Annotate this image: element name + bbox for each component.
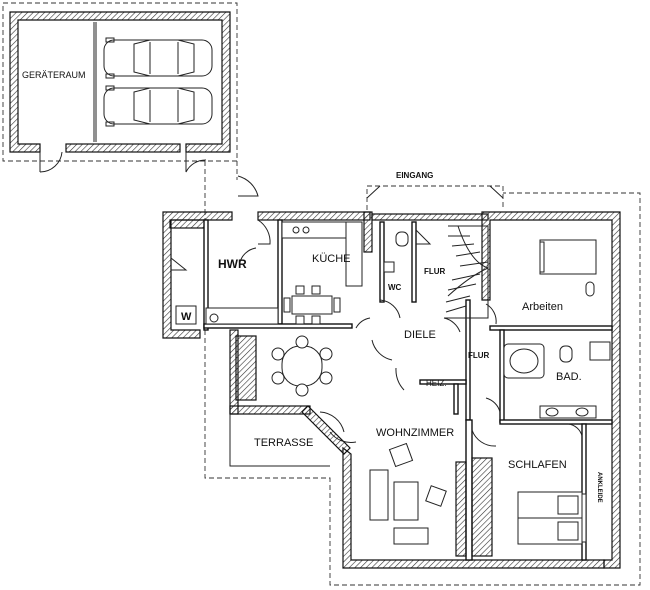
garage-wall [9, 11, 231, 153]
room-label-living: WOHNZIMMER [376, 427, 454, 439]
room-label-hall-lower: FLUR [468, 351, 490, 360]
washer-box [175, 305, 197, 325]
staircase [444, 225, 489, 319]
room-label-garage: GERÄTERAUM [22, 70, 86, 80]
room-label-utility: HWR [218, 257, 247, 271]
entrance-canopy [366, 185, 504, 210]
bed [517, 491, 587, 545]
bathroom-fixtures [503, 341, 611, 419]
room-label-bedroom: SCHLAFEN [508, 459, 567, 471]
room-label-terrace: TERRASSE [254, 437, 313, 449]
garage-door-swing-2 [185, 152, 207, 173]
living-cabinet [455, 461, 467, 557]
washer-mark: W [181, 311, 192, 323]
garage-door-swing [39, 151, 63, 173]
room-label-hall-upper: FLUR [424, 267, 446, 276]
room-label-bath: BAD. [556, 371, 582, 383]
room-label-office: Arbeiten [522, 301, 563, 313]
room-label-wc: WC [388, 283, 402, 292]
garage-wall-bottom-right [65, 143, 181, 153]
house-walls [162, 211, 621, 569]
car-bottom-icon [103, 85, 213, 127]
walkway-outline [204, 161, 238, 210]
room-label-kitchen: KÜCHE [312, 253, 351, 265]
office-desk [539, 239, 597, 275]
terrace-outline [229, 414, 330, 467]
utility-counter [205, 307, 279, 325]
garage-block: GERÄTERAUM [2, 2, 238, 173]
room-label-dressing: ANKLEIDE [596, 472, 602, 503]
dining-sideboard [235, 335, 257, 401]
kitchen-counter [281, 221, 363, 325]
room-label-hall-main: DIELE [404, 329, 436, 341]
entrance-label: EINGANG [396, 171, 433, 180]
living-furniture [369, 442, 447, 545]
bedroom-wardrobe [471, 457, 493, 557]
dining-table [271, 335, 333, 397]
roof-outline [204, 192, 641, 586]
room-label-heating: HEIZ. [426, 379, 446, 388]
car-top-icon [103, 37, 213, 79]
